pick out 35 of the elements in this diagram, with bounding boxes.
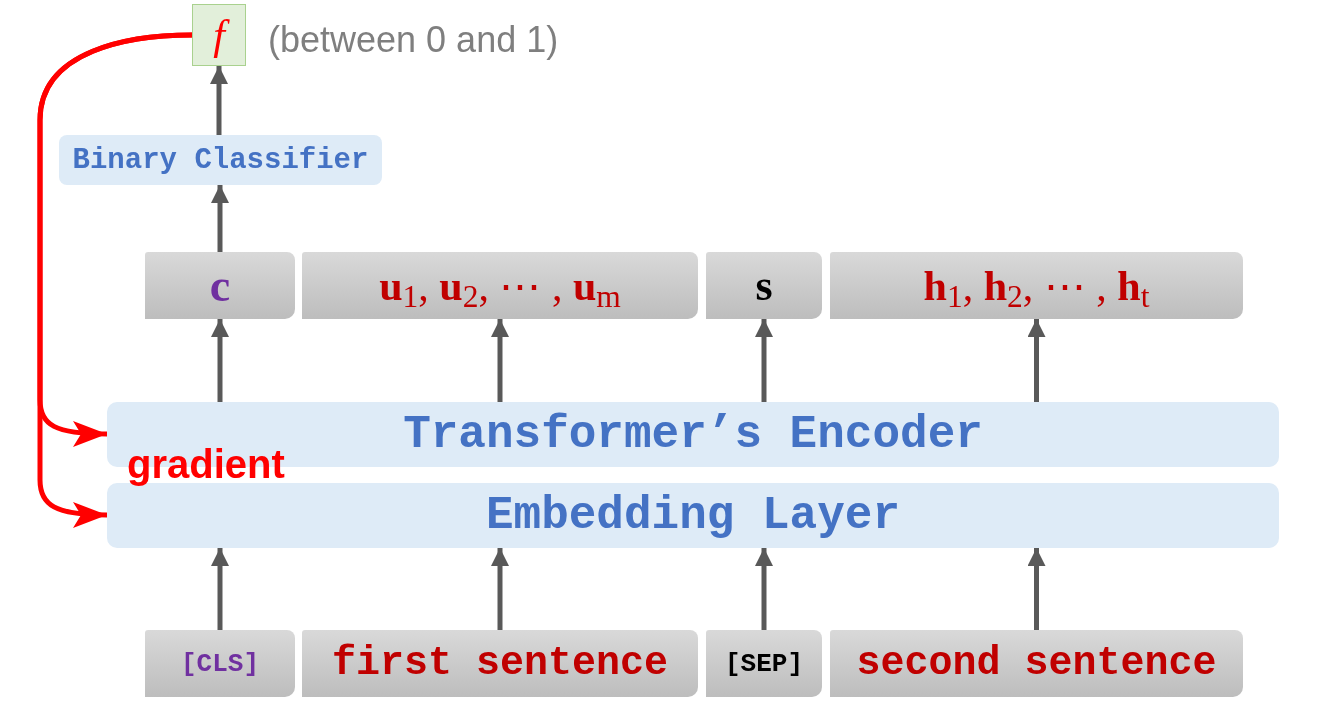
output-box xyxy=(192,4,246,66)
token-box xyxy=(145,630,295,697)
arrow xyxy=(211,548,229,630)
arrow xyxy=(211,185,229,252)
vector-label: h$_{1}$, h$_{2}$, ⋯ , h$_{t}$ xyxy=(923,264,1150,307)
classifier-label: Binary Classifier xyxy=(72,145,369,175)
layer-label: Embedding Layer xyxy=(485,492,901,539)
edge-label: gradient xyxy=(127,444,285,484)
arrow xyxy=(211,319,229,402)
vector-box xyxy=(706,252,822,319)
token-label: second sentence xyxy=(856,643,1217,684)
layer-label: Transformer’s Encoder xyxy=(403,411,983,458)
arrow xyxy=(1027,319,1046,402)
arrow xyxy=(755,548,773,630)
arrow xyxy=(210,66,228,135)
note-text: (between 0 and 1) xyxy=(268,22,559,58)
vector-label: u$_{1}$, u$_{2}$, ⋯ , u$_{m}$ xyxy=(379,264,621,307)
vector-label: c xyxy=(209,262,231,309)
token-box xyxy=(302,630,698,697)
token-label: first sentence xyxy=(331,643,669,684)
arrow xyxy=(1027,548,1046,630)
vector-box xyxy=(145,252,295,319)
token-box xyxy=(830,630,1243,697)
token-label: [SEP] xyxy=(725,650,803,677)
arrow xyxy=(491,548,509,630)
arrow xyxy=(755,319,773,402)
token-box xyxy=(706,630,822,697)
vector-box xyxy=(830,252,1243,319)
vector-box xyxy=(302,252,698,319)
arrow xyxy=(491,319,509,402)
curved-arrow xyxy=(37,32,193,528)
vector-label: s xyxy=(755,263,773,308)
classifier-box xyxy=(59,135,382,185)
output-symbol: f xyxy=(206,9,232,61)
token-label: [CLS] xyxy=(181,650,259,677)
